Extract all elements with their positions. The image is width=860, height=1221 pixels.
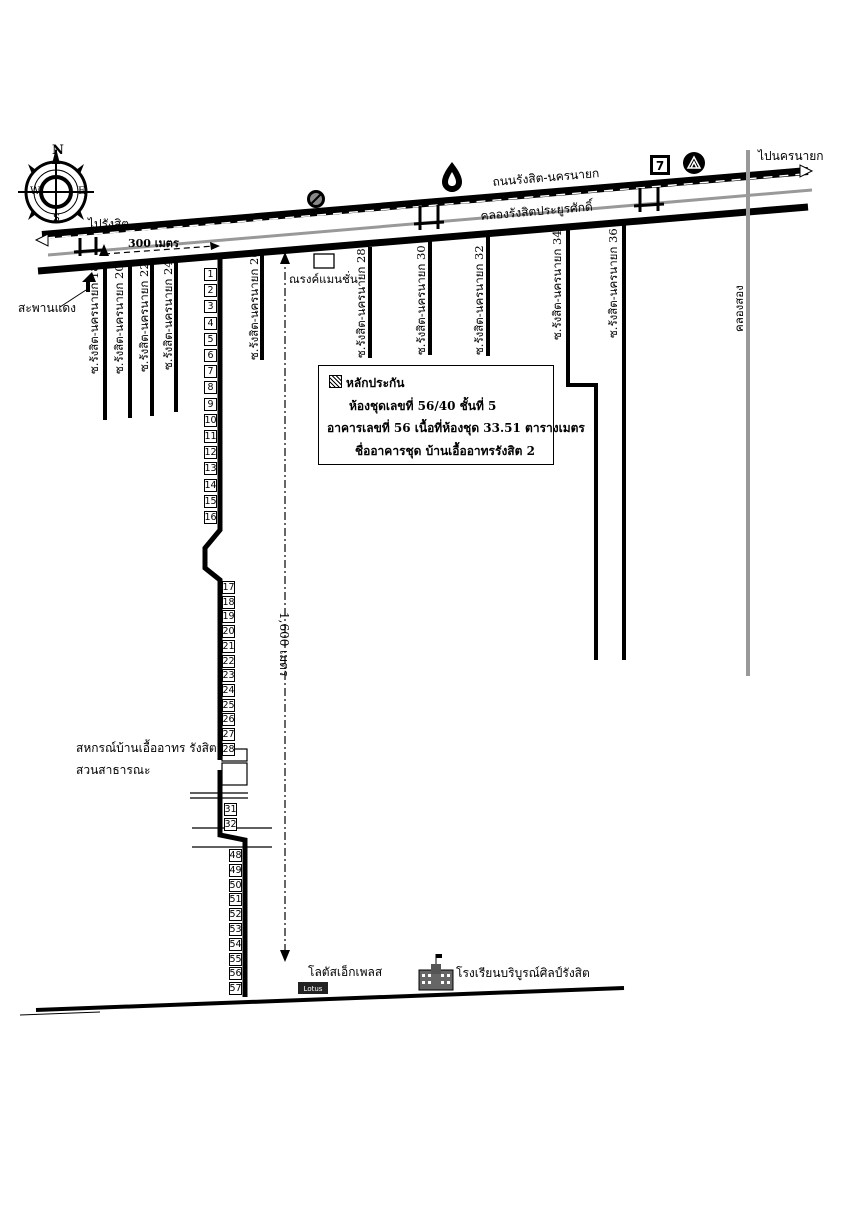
soi-36-label: ซ.รังสิต-นครนายก 36 — [606, 228, 620, 338]
building-number-box: 22 — [222, 654, 235, 668]
to-rangsit-label: ไปรังสิต — [88, 217, 130, 231]
building-number-box: 6 — [204, 349, 217, 362]
ptt-icon — [442, 162, 462, 192]
arrow-left — [34, 233, 49, 247]
building-number-box: 56 — [229, 967, 242, 981]
building-number-box: 9 — [204, 397, 217, 411]
building-number-box: 2 — [204, 284, 217, 298]
building-number-box: 51 — [229, 893, 242, 907]
building-number-box: 16 — [204, 511, 217, 524]
compass-s: S — [53, 213, 60, 224]
collateral-title: หลักประกัน — [346, 376, 405, 390]
building-number-box: 31 — [224, 803, 237, 816]
building-number-box: 23 — [222, 669, 235, 683]
building-number-box: 55 — [229, 952, 242, 966]
soi-30-label: ซ.รังสิต-นครนายก 30 — [414, 245, 428, 355]
building-number-box: 14 — [204, 478, 217, 492]
school-label: โรงเรียนบริบูรณ์ศิลป์รังสิต — [456, 966, 590, 980]
soi-28-label: ซ.รังสิต-นครนายก 28 — [354, 248, 368, 358]
soi-32-label: ซ.รังสิต-นครนายก 32 — [472, 245, 486, 355]
collateral-title-row: หลักประกัน — [329, 374, 405, 393]
to-nakhon-nayok-label: ไปนครนายก — [758, 149, 824, 163]
building-number-box: 12 — [204, 446, 217, 460]
main-soi — [202, 258, 248, 997]
building-number-box: 5 — [204, 332, 217, 346]
svg-text:Lotus: Lotus — [304, 985, 323, 993]
bank-icon — [683, 152, 705, 174]
building-number-box: 7 — [204, 365, 217, 379]
building-number-box: 1 — [204, 268, 217, 281]
building-number-box: 49 — [229, 863, 242, 877]
building-number-box: 28 — [222, 742, 235, 756]
building-number-box: 13 — [204, 462, 217, 476]
klong-song-label: คลองสอง — [732, 285, 746, 332]
coop-label: สหกรณ์บ้านเอื้ออาทร รังสิต1 — [76, 741, 225, 755]
building-number-box: 48 — [229, 849, 242, 862]
compass-rose-icon — [18, 148, 94, 224]
building-number-box: 17 — [222, 581, 235, 594]
building-number-box: 52 — [229, 908, 242, 922]
soi-22-label: ซ.รังสิต-นครนายก 22 — [137, 262, 151, 372]
seven-eleven-icon: 7 — [650, 155, 670, 175]
bridge-label: สะพานแดง — [18, 301, 77, 315]
arrow-right — [799, 164, 814, 178]
building-number-box: 32 — [224, 818, 237, 831]
building-number-box: 50 — [229, 878, 242, 892]
distance-300: 300 เมตร — [128, 237, 179, 250]
building-number-box: 53 — [229, 923, 242, 936]
soi-20-label: ซ.รังสิต-นครนายก 20 — [112, 264, 126, 374]
hatch-legend-icon — [329, 375, 342, 388]
building-number-box: 57 — [229, 982, 242, 996]
collateral-info-box: หลักประกัน ห้องชุดเลขที่ 56/40 ชั้นที่ 5… — [318, 365, 585, 465]
building-number-box: 19 — [222, 610, 235, 624]
building-number-box: 18 — [222, 595, 235, 609]
building-number-box: 20 — [222, 625, 235, 639]
svg-text:7: 7 — [656, 159, 664, 173]
soi-34-label: ซ.รังสิต-นครนายก 34 — [550, 230, 564, 340]
building-number-box: 15 — [204, 494, 217, 508]
lotus-label: โลตัสเอ็กเพลส — [308, 965, 383, 979]
dealer-label: ณรงค์แมนชั่น — [289, 272, 358, 286]
main-highway — [37, 167, 809, 275]
park-label: สวนสาธารณะ — [76, 763, 151, 777]
soi-24-label: ซ.รังสิต-นครนายก 24 — [161, 260, 175, 370]
compass-e: E — [78, 186, 86, 197]
building-number-box: 4 — [204, 316, 217, 330]
distance-1600: 1,600 เมตร — [277, 612, 291, 677]
soi-26-label: ซ.รังสิต-นครนายก 26 — [247, 250, 261, 360]
building-number-box: 27 — [222, 728, 235, 741]
gas-station-icon — [307, 190, 325, 208]
collateral-line-2: อาคารเลขที่ 56 เนื้อที่ห้องชุด 33.51 ตาร… — [327, 421, 585, 435]
bottom-road — [35, 986, 625, 1012]
school-icon — [418, 954, 454, 991]
soi-lines — [103, 220, 626, 660]
collateral-line-3: ชื่ออาคารชุด บ้านเอื้ออาทรรังสิต 2 — [355, 444, 535, 458]
building-number-box: 3 — [204, 300, 217, 314]
building-number-box: 24 — [222, 683, 235, 697]
building-number-box: 11 — [204, 430, 217, 443]
lotus-store-icon: Lotus — [298, 982, 328, 994]
compass-n: N — [52, 143, 64, 158]
compass-w: W — [30, 186, 41, 197]
building-number-box: 26 — [222, 713, 235, 727]
building-number-box: 54 — [229, 937, 242, 951]
collateral-line-1: ห้องชุดเลขที่ 56/40 ชั้นที่ 5 — [349, 399, 497, 413]
soi-18-label: ซ.รังสิต-นครนายก 18 — [87, 264, 101, 374]
building-number-box: 10 — [204, 413, 217, 427]
building-number-box: 21 — [222, 639, 235, 653]
building-number-box: 8 — [204, 381, 217, 395]
building-number-box: 25 — [222, 698, 235, 712]
u-turns — [73, 187, 665, 256]
